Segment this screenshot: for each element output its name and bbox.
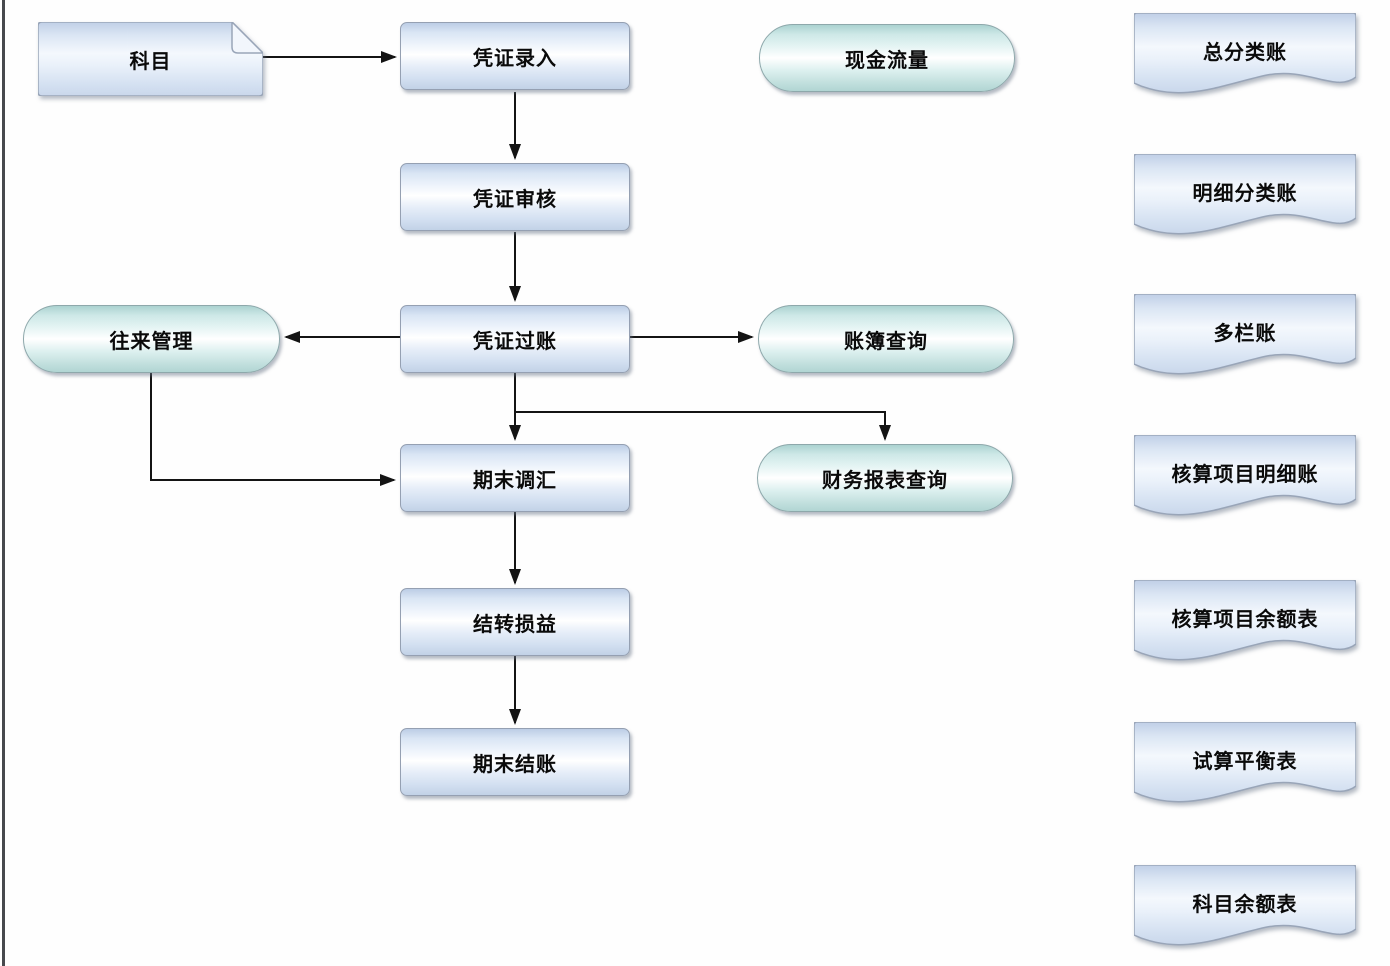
- page-left-border: [2, 0, 5, 966]
- doc-accounting-item-detail-ledger: 核算项目明细账: [1134, 435, 1356, 529]
- node-contact-management: 往来管理: [23, 305, 280, 373]
- node-voucher-posting: 凭证过账: [400, 305, 630, 373]
- doc-general-ledger: 总分类账: [1134, 13, 1356, 107]
- node-voucher-entry: 凭证录入: [400, 22, 630, 90]
- doc-label: 科目余额表: [1192, 893, 1298, 916]
- node-ledger-query: 账簿查询: [758, 305, 1014, 373]
- node-label: 财务报表查询: [822, 469, 948, 492]
- folded-corner-icon: [231, 22, 263, 54]
- node-label: 凭证过账: [473, 330, 557, 353]
- folded-document-shape: [38, 22, 263, 96]
- doc-accounting-item-balance-table: 核算项目余额表: [1134, 580, 1356, 674]
- node-label: 凭证录入: [473, 47, 557, 70]
- node-subjects: 科目: [38, 22, 263, 96]
- arrow-posting-to-report-query: [515, 411, 891, 441]
- doc-trial-balance-table: 试算平衡表: [1134, 722, 1356, 816]
- doc-label: 核算项目明细账: [1171, 463, 1319, 486]
- doc-label: 明细分类账: [1192, 182, 1298, 205]
- doc-detail-ledger: 明细分类账: [1134, 154, 1356, 248]
- doc-label: 总分类账: [1203, 41, 1287, 64]
- doc-subject-balance-table: 科目余额表: [1134, 865, 1356, 959]
- doc-label: 试算平衡表: [1192, 750, 1298, 773]
- node-label: 凭证审核: [473, 188, 557, 211]
- doc-label: 多栏账: [1213, 322, 1277, 345]
- node-label: 期末调汇: [473, 469, 557, 492]
- node-label: 期末结账: [473, 753, 557, 776]
- node-voucher-review: 凭证审核: [400, 163, 630, 231]
- node-financial-report-query: 财务报表查询: [757, 444, 1013, 512]
- node-label: 结转损益: [473, 613, 557, 636]
- node-period-end-fx-adjust: 期末调汇: [400, 444, 630, 512]
- arrow-contact-to-fx-adjust: [150, 373, 396, 486]
- node-cash-flow: 现金流量: [759, 24, 1015, 92]
- node-label: 往来管理: [109, 330, 194, 353]
- doc-label: 核算项目余额表: [1171, 608, 1319, 631]
- node-period-end-closing: 期末结账: [400, 728, 630, 796]
- node-label: 科目: [129, 50, 172, 73]
- node-transfer-profit-loss: 结转损益: [400, 588, 630, 656]
- doc-multi-column-ledger: 多栏账: [1134, 294, 1356, 388]
- node-label: 现金流量: [845, 49, 929, 72]
- node-label: 账簿查询: [844, 330, 928, 353]
